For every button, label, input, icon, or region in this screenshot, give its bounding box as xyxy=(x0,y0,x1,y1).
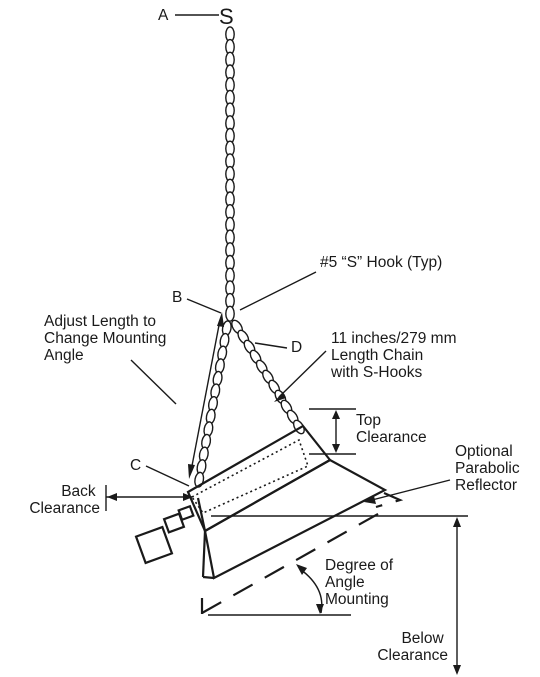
below-clearance-label: Below Clearance xyxy=(377,630,448,664)
angle-arrow-top xyxy=(296,564,307,575)
angle-label: Degree of Angle Mounting xyxy=(325,557,397,608)
heater-unit xyxy=(134,424,388,614)
reflector-bottom xyxy=(202,575,215,580)
burner-inlet xyxy=(177,504,195,522)
leader-c xyxy=(145,465,190,487)
label-a: A xyxy=(158,7,169,24)
back-clearance-arrow-left xyxy=(107,493,117,501)
adjust-arrow-head-bottom xyxy=(188,464,195,479)
chain-link xyxy=(225,305,235,322)
left-branch-chain xyxy=(194,320,232,488)
leader-chain-note xyxy=(278,350,327,398)
below-clearance-arrow-up xyxy=(453,517,461,527)
label-b: B xyxy=(172,289,182,306)
leader-reflector xyxy=(371,479,451,501)
adjust-length-arrow xyxy=(190,319,221,472)
reflector-label: Optional Parabolic Reflector xyxy=(455,443,524,494)
burner-tube-outline xyxy=(190,438,309,515)
adjust-note: Adjust Length to Change Mounting Angle xyxy=(44,313,171,364)
top-clearance-arrow-down xyxy=(332,444,340,453)
reflector-outline xyxy=(375,491,404,509)
chain-note: 11 inches/279 mm Length Chain with S-Hoo… xyxy=(330,330,461,381)
hook-note: #5 “S” Hook (Typ) xyxy=(320,254,442,271)
leader-hook-note xyxy=(239,271,317,311)
reflector-left-wall xyxy=(201,530,207,578)
top-clearance-arrow-up xyxy=(332,410,340,419)
below-clearance-arrow-down xyxy=(453,665,461,675)
s-hook-label: S xyxy=(219,4,234,29)
leader-adjust xyxy=(130,359,177,405)
leader-d xyxy=(254,342,288,349)
chain-note-arrow-head xyxy=(274,393,286,402)
angle-arrow-bottom xyxy=(316,604,324,614)
housing-front-edge xyxy=(196,497,207,532)
label-c: C xyxy=(130,457,141,474)
top-clearance-label: Top Clearance xyxy=(356,412,427,446)
label-d: D xyxy=(291,339,302,356)
reflector-arrow-head xyxy=(364,496,376,504)
leader-b xyxy=(186,298,222,314)
burner-control-box xyxy=(134,525,174,565)
back-clearance-label: Back Clearance xyxy=(29,483,100,517)
main-chain xyxy=(225,26,235,322)
heater-reflector-body xyxy=(203,458,388,580)
back-clearance-arrow-right xyxy=(183,493,193,501)
right-branch-chain xyxy=(231,319,305,435)
adjust-arrow-head-top xyxy=(217,312,224,327)
